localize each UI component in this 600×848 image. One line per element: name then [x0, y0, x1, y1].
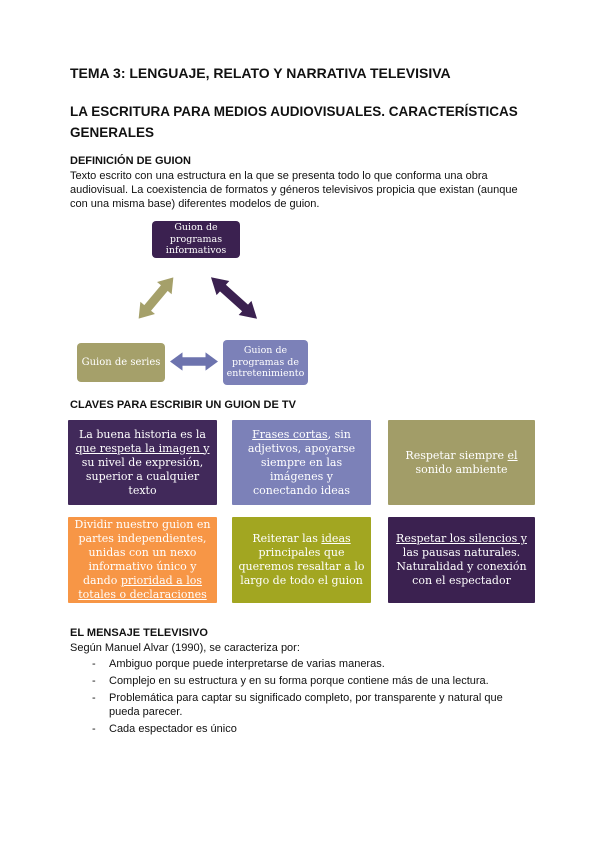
clave-box-text: Reiterar las ideas principales que quere… — [238, 532, 365, 587]
double-arrow-informativos-series-icon — [130, 270, 182, 326]
clave-box-frases-cortas: Frases cortas, sin adjetivos, apoyarse s… — [232, 420, 371, 505]
bullet-dash: - — [92, 723, 96, 735]
clave-box-text: Frases cortas, sin adjetivos, apoyarse s… — [247, 427, 356, 497]
clave-box-dividir-guion: Dividir nuestro guion en partes independ… — [68, 517, 217, 603]
bullet-item: - Problemática para captar su significad… — [92, 691, 536, 719]
mensaje-intro: Según Manuel Alvar (1990), se caracteriz… — [70, 642, 300, 654]
clave-box-reiterar-ideas: Reiterar las ideas principales que quere… — [232, 517, 371, 603]
bullet-dash: - — [92, 692, 96, 704]
bullet-item: - Ambiguo porque puede interpretarse de … — [92, 657, 536, 671]
bullet-text: Ambiguo porque puede interpretarse de va… — [109, 658, 385, 670]
bullet-item: - Complejo en su estructura y en su form… — [92, 674, 536, 688]
clave-box-buena-historia: La buena historia es la que respeta la i… — [68, 420, 217, 505]
doc-subtitle: LA ESCRITURA PARA MEDIOS AUDIOVISUALES. … — [70, 104, 518, 140]
definicion-body: Texto escrito con una estructura en la q… — [70, 170, 518, 210]
clave-box-silencios: Respetar los silencios y las pausas natu… — [388, 517, 535, 603]
diagram-node-guion-series: Guion de series — [77, 343, 165, 382]
double-arrow-series-entretenimiento-icon — [170, 351, 218, 372]
bullet-dash: - — [92, 675, 96, 687]
doc-title: TEMA 3: LENGUAJE, RELATO Y NARRATIVA TEL… — [70, 65, 451, 81]
clave-box-text: Respetar siempre el sonido ambiente — [405, 448, 518, 476]
diagram-node-guion-entretenimiento: Guion de programas de entretenimiento — [223, 340, 308, 385]
bullet-list: - Ambiguo porque puede interpretarse de … — [92, 657, 536, 739]
bullet-dash: - — [92, 658, 96, 670]
section-definicion-heading: DEFINICIÓN DE GUION — [70, 155, 192, 167]
double-arrow-informativos-entretenimiento-icon — [204, 269, 265, 327]
section-claves-heading: CLAVES PARA ESCRIBIR UN GUION DE TV — [70, 399, 296, 411]
clave-box-sonido-ambiente: Respetar siempre el sonido ambiente — [388, 420, 535, 505]
bullet-item: - Cada espectador es único — [92, 722, 536, 736]
clave-box-text: Dividir nuestro guion en partes independ… — [74, 518, 211, 601]
bullet-text: Cada espectador es único — [109, 723, 237, 735]
section-mensaje-heading: EL MENSAJE TELEVISIVO — [70, 627, 208, 639]
bullet-text: Problemática para captar su significado … — [109, 692, 503, 718]
clave-box-text: Respetar los silencios y las pausas natu… — [396, 532, 527, 587]
bullet-text: Complejo en su estructura y en su forma … — [109, 675, 489, 687]
clave-box-text: La buena historia es la que respeta la i… — [75, 427, 210, 497]
diagram-node-guion-informativos: Guion de programas informativos — [152, 221, 240, 258]
